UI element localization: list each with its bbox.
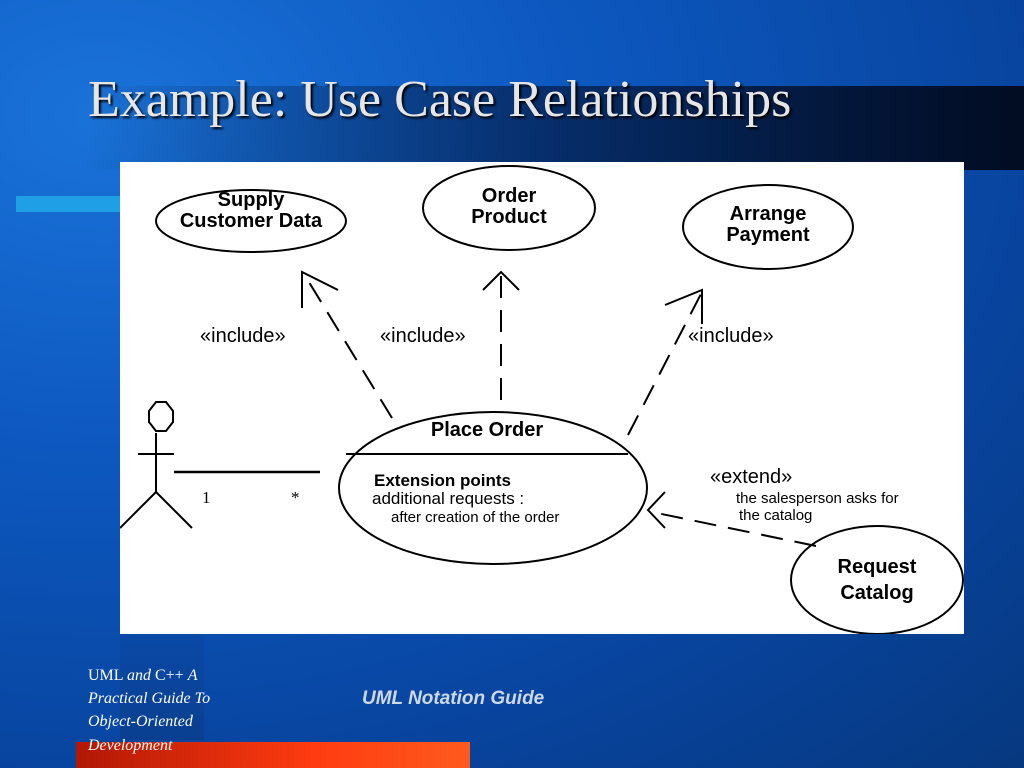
include-arrowhead-supply bbox=[301, 270, 339, 308]
extension-points-heading: Extension points bbox=[374, 471, 511, 490]
include-label-supply: «include» bbox=[200, 325, 286, 347]
extension-point-condition: after creation of the order bbox=[391, 509, 560, 526]
use-case-arrange-payment: Arrange Payment bbox=[726, 204, 809, 246]
use-case-order-line1: Order bbox=[481, 185, 537, 207]
include-label-payment: «include» bbox=[688, 325, 774, 347]
extend-condition: the salesperson asks for the catalog bbox=[736, 490, 899, 525]
multiplicity-use-case: * bbox=[291, 488, 300, 507]
extend-arrowhead bbox=[646, 491, 666, 529]
order-product-ellipse bbox=[422, 165, 596, 251]
include-arrow-supply bbox=[303, 273, 393, 419]
book-line-2: Practical Guide To bbox=[88, 690, 211, 708]
diagram-canvas bbox=[120, 165, 964, 634]
use-case-supply-line2: Customer Data bbox=[179, 210, 323, 232]
slide-title: Example: Use Case Relationships bbox=[88, 71, 792, 128]
extend-condition-line1: the salesperson asks for bbox=[736, 490, 899, 507]
extend-arrow bbox=[651, 511, 817, 547]
title-band bbox=[80, 86, 1024, 170]
include-label-order: «include» bbox=[380, 325, 466, 347]
use-case-supply-customer-data: Supply Customer Data bbox=[180, 190, 322, 232]
include-arrowhead-payment bbox=[664, 288, 703, 324]
use-case-diagram: Supply Customer Data Order Product Arran… bbox=[120, 162, 964, 634]
footer-bar bbox=[76, 742, 470, 768]
footer-book-title: UML and C++ A Practical Guide To Object-… bbox=[88, 664, 210, 757]
footer-guide-title: UML Notation Guide bbox=[362, 688, 545, 709]
accent-stripe bbox=[16, 196, 120, 212]
use-case-place-order: Place Order bbox=[430, 419, 544, 441]
book-word-uml: UML bbox=[88, 667, 123, 684]
use-case-supply-line1: Supply bbox=[217, 189, 285, 211]
use-case-catalog-line1: Request bbox=[837, 556, 917, 578]
use-case-order-line2: Product bbox=[471, 206, 547, 228]
use-case-payment-line2: Payment bbox=[726, 224, 810, 246]
use-case-catalog-line2: Catalog bbox=[840, 582, 914, 604]
use-case-payment-line1: Arrange bbox=[729, 203, 807, 225]
include-arrowhead-order bbox=[482, 270, 520, 291]
book-line-4: Development bbox=[88, 736, 173, 754]
request-catalog-ellipse bbox=[790, 525, 964, 634]
accent-block bbox=[120, 630, 204, 740]
include-arrow-payment bbox=[627, 291, 703, 436]
arrange-payment-ellipse bbox=[682, 184, 854, 270]
use-case-request-catalog: Request Catalog bbox=[838, 554, 917, 606]
book-word-cpp: C++ bbox=[154, 667, 184, 684]
extension-point-name: additional requests : bbox=[372, 489, 525, 508]
use-case-order-product: Order Product bbox=[471, 186, 547, 228]
extend-label: «extend» bbox=[710, 466, 793, 488]
book-line-3: Object-Oriented bbox=[88, 713, 193, 731]
multiplicity-actor: 1 bbox=[202, 488, 211, 507]
extend-condition-line2: the catalog bbox=[739, 507, 813, 525]
place-order-ellipse bbox=[338, 411, 648, 565]
book-word-and: and bbox=[126, 667, 151, 684]
supply-customer-data-ellipse bbox=[155, 189, 347, 253]
book-word-a: A bbox=[187, 667, 198, 684]
actor-icon bbox=[120, 401, 193, 529]
